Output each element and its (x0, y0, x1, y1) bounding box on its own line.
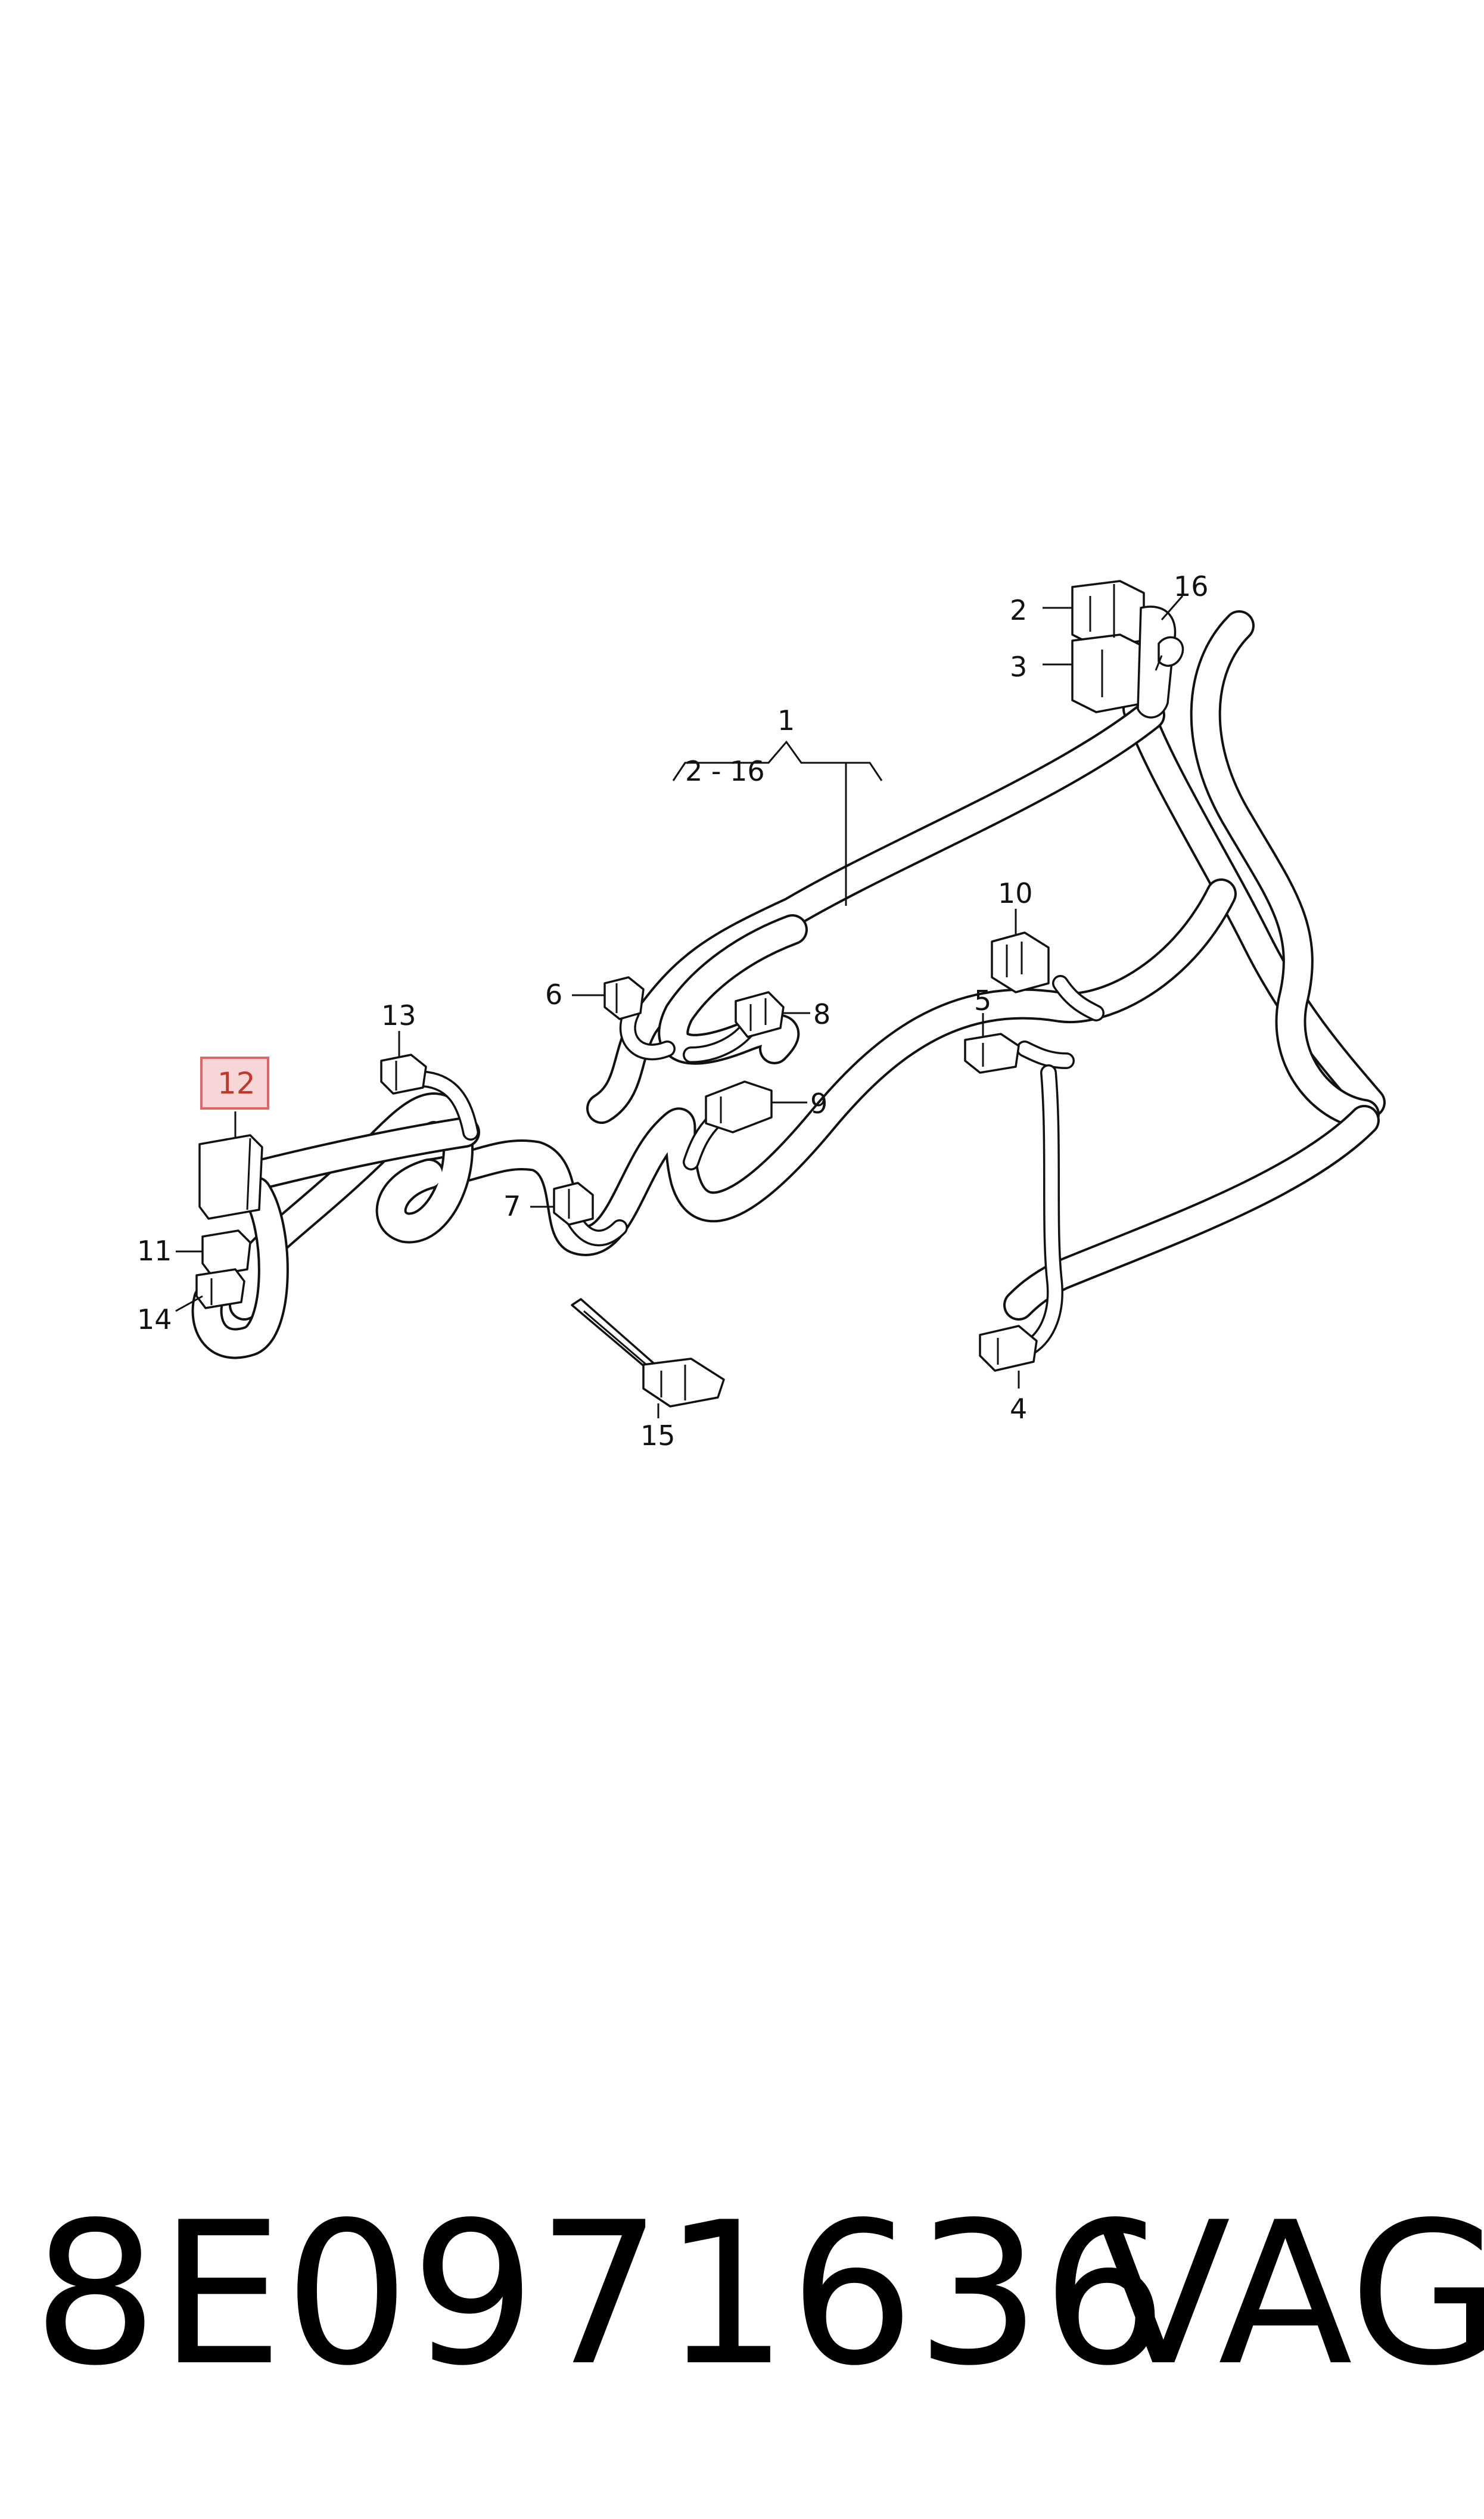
leader-lines (175, 595, 1184, 1418)
connector-5 (964, 1033, 1020, 1074)
callout-2: 2 (1010, 594, 1027, 626)
callout-16: 16 (1174, 570, 1209, 602)
connector-9 (705, 1080, 773, 1133)
connector-7 (553, 1182, 594, 1226)
harness-parts (195, 580, 1184, 1408)
connector-14 (195, 1268, 245, 1309)
callout-12-highlight[interactable]: 12 (200, 1057, 269, 1110)
brand-name: VAG (1096, 2180, 1484, 2409)
connector-11 (201, 1229, 251, 1276)
callout-13: 13 (381, 999, 416, 1032)
callout-11: 11 (137, 1235, 172, 1267)
callout-3: 3 (1010, 651, 1027, 683)
callout-14: 14 (137, 1303, 172, 1335)
callout-8: 8 (813, 998, 830, 1030)
connector-10 (991, 931, 1050, 993)
callout-1-range: 2 - 16 (685, 755, 765, 787)
clip-16 (1155, 636, 1184, 671)
connector-6 (603, 976, 645, 1020)
footer: 8E0971636 VAG (0, 2169, 1484, 2419)
callout-15: 15 (640, 1420, 676, 1452)
callout-10: 10 (998, 877, 1033, 909)
connector-4 (979, 1325, 1038, 1372)
callout-5: 5 (974, 984, 991, 1017)
connector-13 (380, 1054, 427, 1095)
connector-12 (198, 1134, 263, 1220)
callout-4: 4 (1010, 1393, 1027, 1425)
callout-7: 7 (503, 1190, 521, 1222)
callout-6: 6 (545, 979, 562, 1011)
callout-1: 1 (777, 704, 795, 737)
callout-9: 9 (810, 1088, 827, 1120)
cable-tie-15 (571, 1298, 725, 1408)
part-number: 8E0971636 (33, 2180, 1169, 2409)
callout-12: 12 (217, 1066, 256, 1101)
harness-wires (191, 610, 1386, 1359)
callout-labels: 1 2 - 16 2 3 16 10 5 4 6 8 9 7 13 11 14 … (137, 570, 1209, 1452)
connector-2-3 (1071, 580, 1177, 719)
connector-8 (735, 991, 785, 1038)
